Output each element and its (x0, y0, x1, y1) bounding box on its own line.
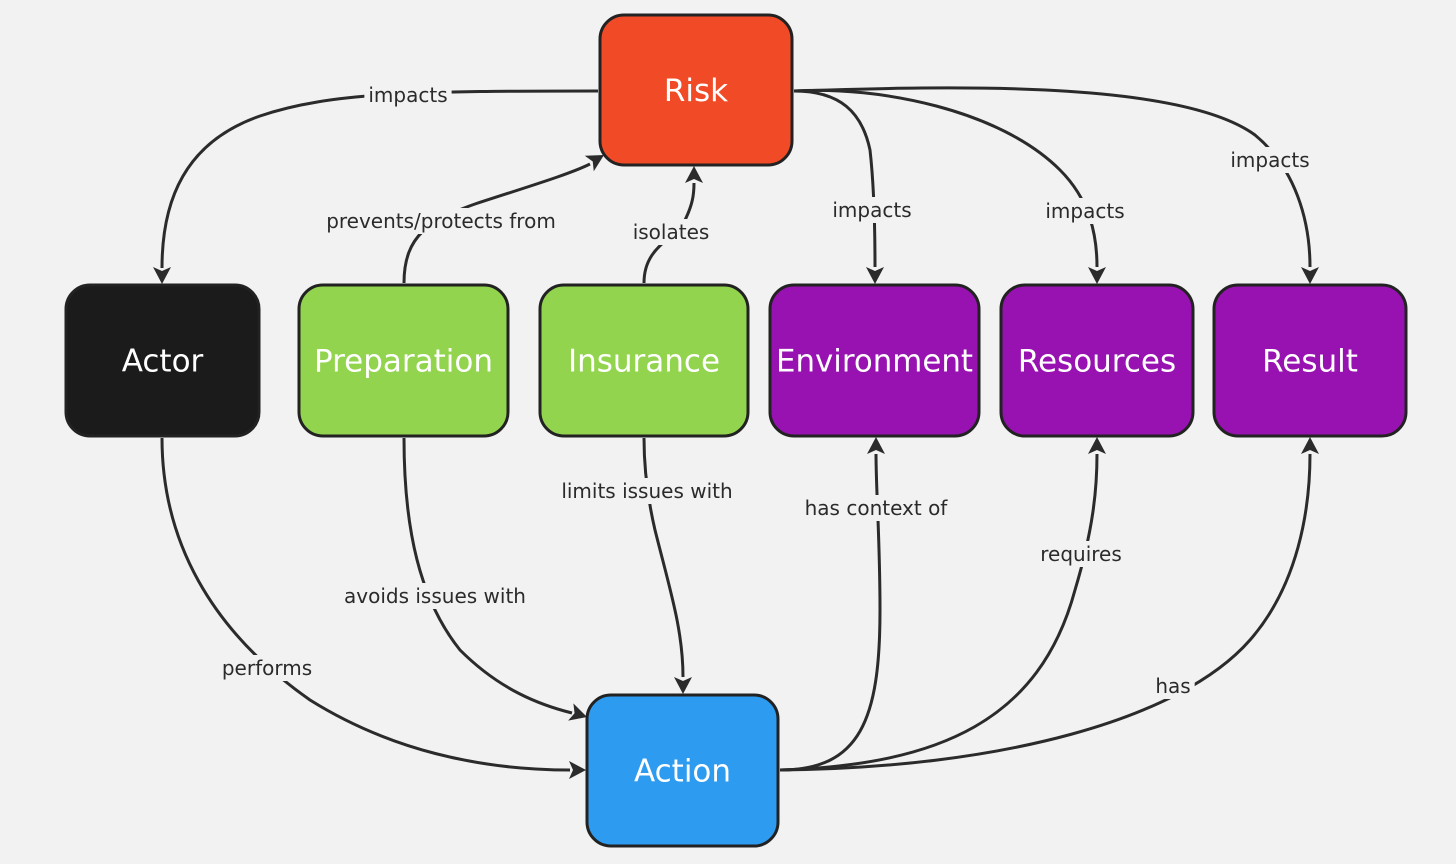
edge-risk-environment (793, 89, 884, 284)
edge-label-insurance-risk: isolates (633, 220, 710, 244)
edge-action-environment (779, 437, 885, 772)
edge-label-group-preparation-action: avoids issues with (340, 583, 530, 609)
edge-line-risk-environment (793, 89, 877, 268)
edge-label-group-insurance-risk: isolates (628, 219, 714, 245)
edge-label-background (1036, 541, 1126, 567)
edge-label-background (322, 208, 560, 234)
edge-label-background (1226, 147, 1314, 173)
edge-label-group-action-resources: requires (1036, 541, 1126, 567)
node-box-action[interactable] (585, 693, 780, 848)
arrowhead-icon (1301, 437, 1319, 454)
edge-label-actor-action: performs (222, 656, 312, 680)
edge-action-result (779, 437, 1319, 772)
arrowhead-icon (867, 437, 885, 454)
edge-label-risk-resources: impacts (1045, 199, 1124, 223)
edge-line-risk-actor (160, 89, 599, 269)
node-label-resources: Resources (1018, 344, 1176, 380)
arrowhead-icon (1301, 267, 1319, 284)
edge-label-group-action-result: has (1151, 673, 1195, 699)
edge-line-actor-action (160, 437, 571, 772)
node-label-actor: Actor (122, 344, 204, 380)
edge-insurance-action (642, 437, 692, 694)
edge-actor-action (160, 437, 586, 779)
node-label-risk: Risk (664, 73, 728, 109)
arrowhead-icon (1088, 437, 1106, 454)
edge-label-action-resources: requires (1040, 542, 1122, 566)
node-label-preparation: Preparation (314, 344, 493, 380)
edge-preparation-action (402, 437, 587, 721)
edge-line-preparation-action (402, 437, 573, 715)
arrowhead-icon (866, 267, 884, 284)
edge-line-action-result (779, 453, 1312, 772)
node-label-insurance: Insurance (568, 344, 720, 380)
arrowhead-icon (569, 761, 586, 779)
edge-line-risk-resources (793, 88, 1099, 268)
edge-label-group-actor-action: performs (217, 655, 317, 681)
edges (153, 86, 1319, 779)
edge-label-background (1151, 673, 1195, 699)
edge-risk-actor (153, 89, 599, 284)
edge-label-risk-actor: impacts (368, 83, 447, 107)
arrowhead-icon (568, 703, 587, 721)
edge-label-preparation-risk: prevents/protects from (326, 209, 556, 233)
edge-label-background (1041, 198, 1129, 224)
node-box-risk[interactable] (598, 13, 794, 167)
edge-label-group-risk-actor: impacts (364, 82, 452, 108)
arrowhead-icon (685, 166, 703, 183)
edge-label-preparation-action: avoids issues with (344, 584, 526, 608)
edge-labels: impacts prevents/protects from isolates imp… (217, 82, 1314, 699)
edge-line-risk-result (793, 86, 1312, 268)
arrowhead-icon (1088, 267, 1106, 284)
edge-label-background (557, 478, 737, 504)
edge-label-group-risk-environment: impacts (828, 197, 916, 223)
edge-label-insurance-action: limits issues with (561, 479, 732, 503)
edge-label-background (828, 197, 916, 223)
edge-label-background (340, 583, 530, 609)
arrowhead-icon (153, 267, 171, 284)
node-box-result[interactable] (1212, 283, 1408, 438)
node-environment[interactable]: Environment (768, 283, 981, 438)
node-result[interactable]: Result (1212, 283, 1408, 438)
arrowhead-icon (584, 155, 604, 172)
node-risk[interactable]: Risk (598, 13, 794, 167)
node-box-preparation[interactable] (297, 283, 510, 438)
edge-preparation-risk (402, 155, 604, 284)
edge-risk-resources (793, 88, 1106, 284)
node-box-resources[interactable] (999, 283, 1195, 438)
node-label-action: Action (634, 754, 731, 790)
node-label-environment: Environment (776, 344, 973, 380)
edge-label-risk-environment: impacts (832, 198, 911, 222)
edge-line-action-resources (779, 453, 1099, 772)
edge-line-insurance-risk (642, 182, 696, 284)
node-insurance[interactable]: Insurance (538, 283, 750, 438)
node-action[interactable]: Action (585, 693, 780, 848)
edge-label-action-result: has (1155, 674, 1190, 698)
edge-label-group-action-environment: has context of (800, 495, 953, 521)
edge-label-background (364, 82, 452, 108)
edge-label-group-insurance-action: limits issues with (557, 478, 737, 504)
edge-label-background (217, 655, 317, 681)
edge-risk-result (793, 86, 1319, 284)
edge-label-background (628, 219, 714, 245)
edge-label-background (800, 495, 953, 521)
node-box-environment[interactable] (768, 283, 981, 438)
node-resources[interactable]: Resources (999, 283, 1195, 438)
edge-label-group-preparation-risk: prevents/protects from (322, 208, 560, 234)
node-actor[interactable]: Actor (64, 283, 261, 438)
node-box-actor[interactable] (64, 283, 261, 438)
edge-label-group-risk-result: impacts (1226, 147, 1314, 173)
node-preparation[interactable]: Preparation (297, 283, 510, 438)
edge-label-group-risk-resources: impacts (1041, 198, 1129, 224)
edge-label-risk-result: impacts (1230, 148, 1309, 172)
edge-line-insurance-action (642, 437, 685, 678)
edge-label-action-environment: has context of (805, 496, 949, 520)
edge-insurance-risk (642, 166, 703, 284)
arrowhead-icon (674, 677, 692, 694)
node-label-result: Result (1262, 344, 1358, 380)
edge-action-resources (779, 437, 1106, 772)
node-box-insurance[interactable] (538, 283, 750, 438)
edge-line-preparation-risk (402, 162, 591, 284)
